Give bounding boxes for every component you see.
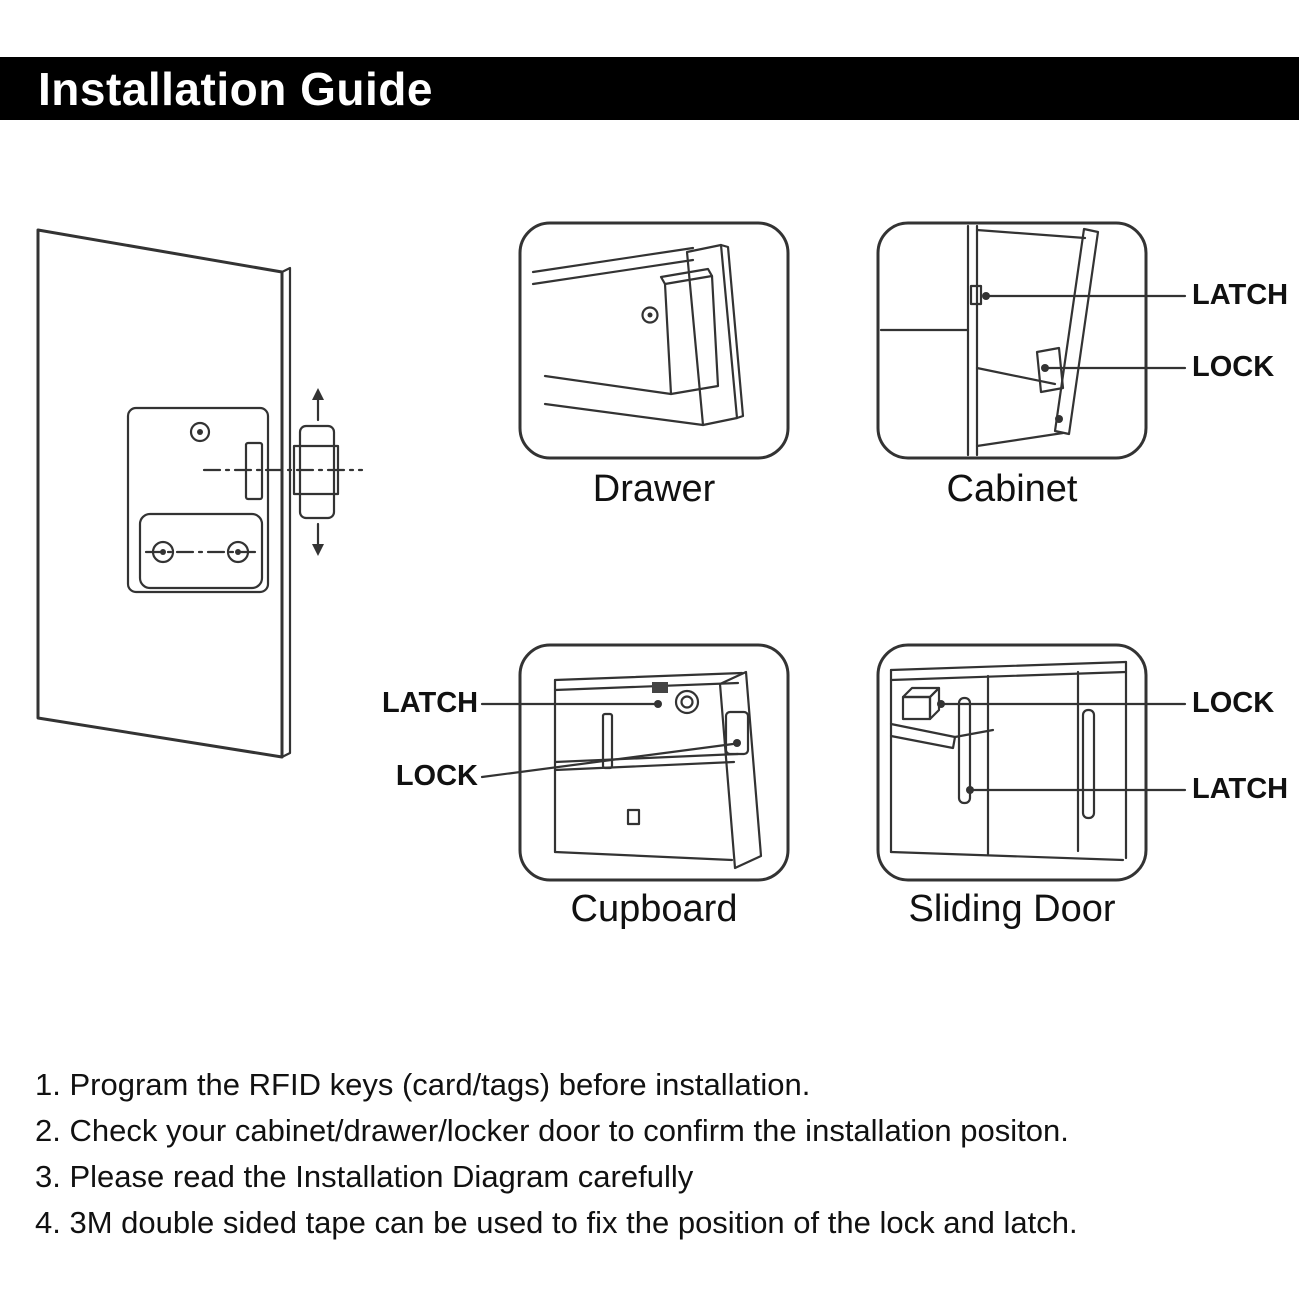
header-bar: Installation Guide bbox=[0, 57, 1299, 120]
cupboard-caption: Cupboard bbox=[570, 888, 738, 930]
instruction-line: 4. 3M double sided tape can be used to f… bbox=[35, 1205, 1078, 1240]
sliding-door-lock-label: LOCK bbox=[1192, 687, 1275, 719]
sliding-door-caption: Sliding Door bbox=[908, 888, 1116, 930]
cabinet-diagram bbox=[876, 221, 1187, 460]
instruction-line: 3. Please read the Installation Diagram … bbox=[35, 1159, 694, 1194]
sliding-door-latch-label: LATCH bbox=[1192, 773, 1289, 805]
cabinet-lock-label: LOCK bbox=[1192, 351, 1275, 383]
instruction-line: 2. Check your cabinet/drawer/locker door… bbox=[35, 1113, 1069, 1148]
drawer-diagram bbox=[518, 221, 790, 460]
page-title: Installation Guide bbox=[38, 62, 433, 115]
sliding-door-diagram bbox=[876, 643, 1187, 882]
cabinet-caption: Cabinet bbox=[946, 468, 1078, 510]
instruction-line: 1. Program the RFID keys (card/tags) bef… bbox=[35, 1067, 811, 1102]
cupboard-lock-label: LOCK bbox=[395, 760, 478, 792]
lock-mounting-diagram bbox=[36, 228, 364, 759]
instructions-list: 1. Program the RFID keys (card/tags) bef… bbox=[35, 1062, 1275, 1246]
drawer-caption: Drawer bbox=[592, 468, 716, 510]
cabinet-latch-label: LATCH bbox=[1192, 279, 1289, 311]
cupboard-latch-label: LATCH bbox=[382, 687, 479, 719]
cupboard-diagram bbox=[480, 643, 790, 882]
